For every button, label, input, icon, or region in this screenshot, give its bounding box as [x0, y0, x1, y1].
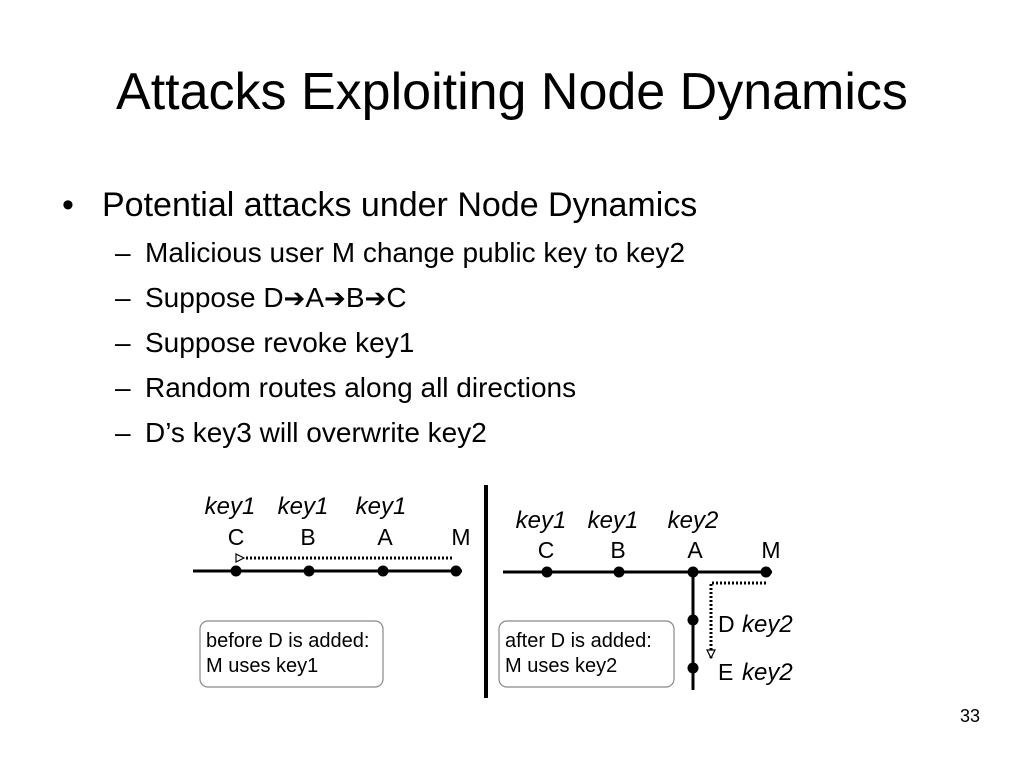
- caption-line: after D is added:: [505, 630, 652, 652]
- route-arrow: [711, 581, 766, 658]
- sub-bullet-text: B: [345, 282, 365, 313]
- main-bullet: • Potential attacks under Node Dynamics: [62, 185, 697, 225]
- key-label: key2: [742, 611, 793, 638]
- node-label: D: [718, 611, 735, 637]
- page-number: 33: [959, 706, 980, 726]
- sub-bullet-item: –Suppose D➔A➔B➔C: [115, 282, 407, 313]
- node-label: A: [687, 537, 703, 563]
- node-label: M: [761, 537, 780, 563]
- node-dot: [303, 565, 315, 577]
- sub-bullet-item: –D’s key3 will overwrite key2: [115, 417, 487, 448]
- node-label: B: [300, 524, 315, 550]
- node-dot: [230, 565, 242, 577]
- caption-line: M uses key2: [505, 655, 617, 677]
- key-label: key1: [588, 507, 639, 534]
- node-label: M: [451, 524, 470, 550]
- node-label: A: [377, 524, 393, 550]
- node-dot: [450, 565, 462, 577]
- sub-bullet-text: Suppose revoke key1: [145, 327, 415, 358]
- sub-bullet-text: Suppose D: [145, 282, 284, 313]
- node-dot: [760, 566, 772, 578]
- sub-bullet-item: –Malicious user M change public key to k…: [115, 237, 686, 268]
- key-label: key1: [278, 493, 329, 520]
- caption-box: [498, 620, 675, 688]
- sub-bullet-list: –Malicious user M change public key to k…: [115, 236, 685, 461]
- node-dot: [377, 565, 389, 577]
- key-label: key2: [742, 659, 793, 686]
- node-label: E: [718, 659, 733, 685]
- node-dot: [541, 566, 553, 578]
- node-dot: [687, 614, 699, 626]
- sub-bullet-text: D’s key3 will overwrite key2: [145, 417, 487, 448]
- key-label: key2: [668, 507, 719, 534]
- caption-line: M uses key1: [206, 655, 318, 677]
- right-panel: key1 key1 key2 C B A M D key2 E key2 aft…: [498, 507, 793, 690]
- node-label: C: [538, 537, 555, 563]
- main-bullet-text: Potential attacks under Node Dynamics: [102, 186, 698, 224]
- sub-bullet-text: A: [305, 282, 325, 313]
- right-arrow-icon: ➔: [283, 283, 306, 313]
- bullet-dot: •: [62, 186, 74, 224]
- key-label: key1: [356, 493, 407, 520]
- right-arrow-icon: ➔: [324, 283, 346, 313]
- node-dot: [687, 662, 699, 674]
- sub-bullet-text: Random routes along all directions: [145, 372, 577, 403]
- left-panel: key1 key1 key1 C B A M before D is added…: [193, 493, 471, 688]
- node-dot: [613, 566, 625, 578]
- node-label: C: [228, 524, 245, 550]
- node-label: B: [610, 537, 625, 563]
- sub-bullet-text: C: [386, 282, 407, 313]
- key-label: key1: [516, 507, 567, 534]
- sub-bullet-item: –Suppose revoke key1: [115, 327, 415, 358]
- slide-title: Attacks Exploiting Node Dynamics: [116, 63, 908, 121]
- key-label: key1: [205, 493, 256, 520]
- sub-bullet-text: Malicious user M change public key to ke…: [145, 237, 686, 268]
- right-arrow-icon: ➔: [364, 283, 387, 313]
- caption-box: [199, 620, 384, 688]
- caption-line: before D is added:: [206, 630, 369, 652]
- sub-bullet-item: –Random routes along all directions: [115, 372, 577, 403]
- node-dot: [687, 566, 699, 578]
